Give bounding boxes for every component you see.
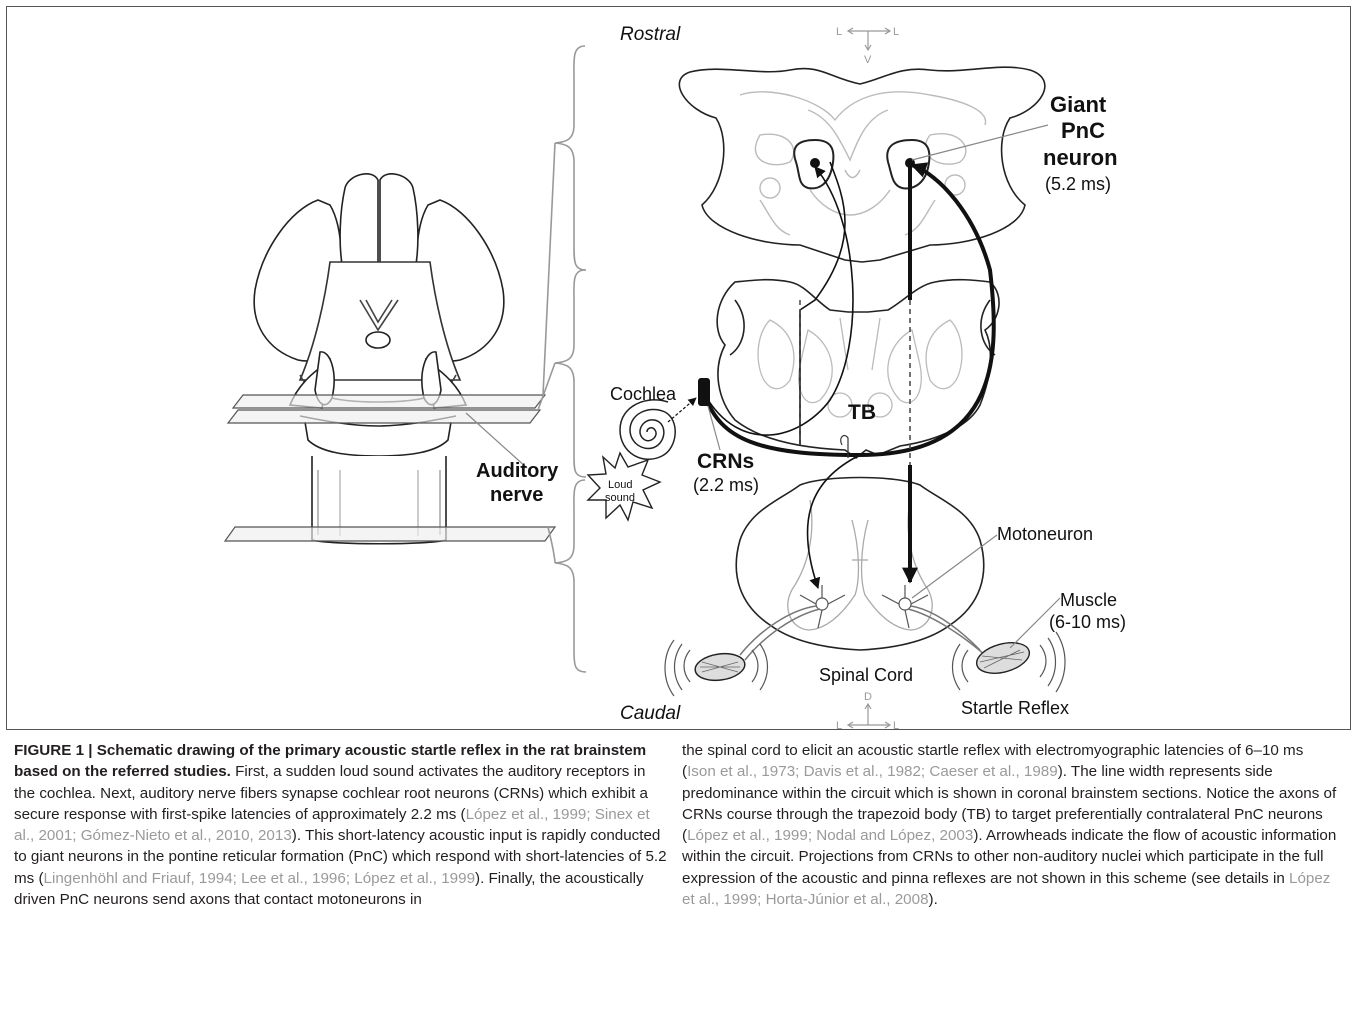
compass-bottom: [848, 704, 890, 728]
pons-section: [679, 67, 1044, 262]
compass-bottom-right-label: L: [893, 720, 899, 732]
label-spinal-cord: Spinal Cord: [819, 665, 913, 685]
label-startle-reflex: Startle Reflex: [961, 698, 1069, 718]
caption-citation[interactable]: Ison et al., 1973; Davis et al., 1982; C…: [687, 763, 1058, 780]
label-neuron: neuron: [1043, 145, 1118, 170]
compass-bottom-dorsal-label: D: [864, 691, 872, 703]
label-crns: CRNs: [697, 450, 754, 473]
caption-column-right: the spinal cord to elicit an acoustic st…: [682, 740, 1338, 910]
compass-top-left-label: L: [836, 26, 842, 38]
compass-bottom-left-label: L: [836, 720, 842, 732]
cochlea-spiral: [620, 400, 675, 459]
compass-top-ventral-label: V: [864, 54, 872, 66]
label-muscle: Muscle: [1060, 590, 1117, 610]
figure-illustration: Rostral Caudal L L V D L L Giant PnC neu…: [0, 0, 1357, 735]
label-rostral: Rostral: [620, 24, 681, 45]
label-muscle-latency: (6-10 ms): [1049, 612, 1126, 632]
label-sound: sound: [605, 492, 635, 504]
label-motoneuron: Motoneuron: [997, 524, 1093, 544]
label-pnc: PnC: [1061, 118, 1105, 143]
label-tb: TB: [848, 401, 876, 424]
caption-citation[interactable]: Lingenhöhl and Friauf, 1994; Lee et al.,…: [44, 870, 476, 887]
caption-column-left: FIGURE 1 | Schematic drawing of the prim…: [14, 740, 670, 910]
label-auditory: Auditory: [476, 460, 559, 482]
compass-top: [848, 28, 890, 50]
label-cochlea: Cochlea: [610, 384, 677, 404]
compass-top-right-label: L: [893, 26, 899, 38]
label-giant-latency: (5.2 ms): [1045, 174, 1111, 194]
rat-brain-drawing: [254, 174, 504, 544]
label-loud: Loud: [608, 479, 632, 491]
label-nerve: nerve: [490, 484, 543, 506]
section-brackets: [538, 46, 586, 672]
caption-text: ).: [929, 891, 938, 908]
label-crns-latency: (2.2 ms): [693, 475, 759, 495]
caption-citation[interactable]: López et al., 1999; Nodal and López, 200…: [687, 827, 973, 844]
label-caudal: Caudal: [620, 703, 681, 724]
label-giant: Giant: [1050, 92, 1107, 117]
